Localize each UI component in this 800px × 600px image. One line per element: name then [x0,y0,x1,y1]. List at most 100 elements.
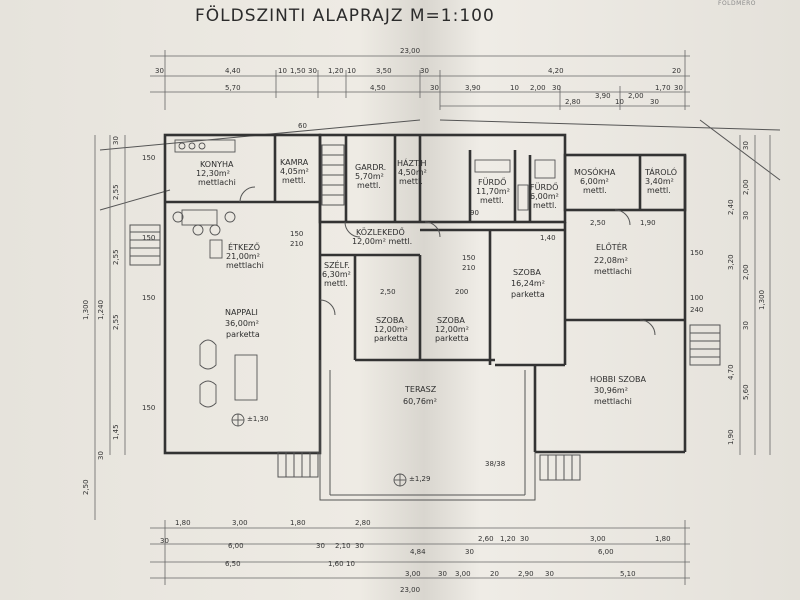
room-area: 12,00m² mettl. [352,237,412,246]
room-name: FÜRDŐ [530,182,558,192]
dim: 5,10 [620,570,636,578]
dim: 30 [155,67,164,75]
right-dimensions: 30 2,00 30 2,00 2,40 30 3,20 1,300 4,70 … [727,141,766,445]
dim: 1,20 [328,67,344,75]
dim: 3,90 [465,84,481,92]
dim: 30 [308,67,317,75]
room-name: HOBBI SZOBA [590,375,647,384]
room-floor: mettl. [480,196,504,205]
room-area: 6,00m² [530,192,559,201]
room-floor: mettl. [324,279,348,288]
dim: 200 [455,288,468,296]
dim: 1,90 [640,219,656,227]
dim: 90 [470,209,479,217]
room-area: 30,96m² [594,386,628,395]
room-floor: mettl. [357,181,381,190]
dim: 2,00 [530,84,546,92]
room-floor: mettl. [399,177,423,186]
dim: 10 [510,84,519,92]
dim: 30 [520,535,529,543]
surveyor-stamp: FÖLDMÉRŐ [718,0,756,7]
dim: 1,40 [540,234,556,242]
level-marks: ±1,30 ±1,29 [231,413,430,487]
dim: 20 [672,67,681,75]
room-name: SZÉLF. [324,259,350,270]
dim: 2,00 [742,179,750,195]
room-name: KAMRA [280,158,309,167]
dim: 30 [465,548,474,556]
room-eloter: ELŐTÉR 22,08m² mettlachi [594,241,632,276]
dim-bottom-total: 23,00 [400,586,420,594]
room-floor: mettl. [533,201,557,210]
dim: 1,80 [290,519,306,527]
dim: 1,70 [655,84,671,92]
top-dimension-lines [99,50,781,211]
dim: 3,00 [455,570,471,578]
room-szoba-3: SZOBA 12,00m² parketta [435,316,469,343]
room-floor: mettlachi [198,178,236,187]
drawing-title: FÖLDSZINTI ALAPRAJZ M=1:100 [195,6,495,26]
dim: 2,60 [478,535,494,543]
room-floor: parketta [435,334,469,343]
dim: 3,20 [727,254,735,270]
dim: 5,70 [225,84,241,92]
dim: 10 [347,67,356,75]
room-name: FÜRDŐ [478,177,506,187]
room-area: 6,30m² [322,270,351,279]
dim: 150 [690,249,703,257]
room-area: 12,00m² [374,325,408,334]
room-name: GARDR. [355,163,386,172]
dim: 1,300 [82,300,90,320]
dim: 2,50 [82,479,90,495]
room-area: 12,30m² [196,169,230,178]
dim: 6,00 [598,548,614,556]
dim: 38/38 [485,460,505,468]
room-szelf: SZÉLF. 6,30m² mettl. [322,259,351,288]
dim: 6,00 [228,542,244,550]
dim: 10 [346,560,355,568]
dim: 30 [420,67,429,75]
room-kamra: KAMRA 4,05m² mettl. [280,158,309,185]
room-area: 4,05m² [280,167,309,176]
dim: 3,50 [376,67,392,75]
dim: 150 [462,254,475,262]
dim: 30 [97,451,105,460]
dim: 5,60 [742,384,750,400]
dim: 1,50 [290,67,306,75]
room-furdo-2: FÜRDŐ 6,00m² mettl. [530,182,559,210]
room-area: 60,76m² [403,397,437,406]
room-furdo-1: FÜRDŐ 11,70m² mettl. [476,177,510,205]
dim: 30 [160,537,169,545]
bottom-dimensions: 1,80 3,00 1,80 2,80 2,60 1,20 30 3,00 30… [160,519,671,594]
room-area: 16,24m² [511,279,545,288]
inner-dimensions: 150 210 150 210 2,50 200 1,40 2,50 1,90 … [290,122,703,468]
dim: 30 [438,570,447,578]
room-szoba-1: SZOBA 16,24m² parketta [511,268,545,299]
dim: 4,50 [370,84,386,92]
left-dimensions: 30 150 2,55 150 2,55 150 2,55 150 1,45 1… [82,136,155,495]
dim: 30 [742,211,750,220]
dim: 10 [278,67,287,75]
dim: 3,00 [590,535,606,543]
room-name: TERASZ [404,385,437,394]
room-area: 5,70m² [355,172,384,181]
dim: 30 [545,570,554,578]
dim: 150 [142,404,155,412]
room-kozlekedo: KÖZLEKEDŐ 12,00m² mettl. [352,227,412,246]
room-area: 22,08m² [594,256,628,265]
room-floor: mettl. [583,186,607,195]
stairs [129,144,721,481]
room-szoba-2: SZOBA 12,00m² parketta [374,316,408,343]
dim: 2,50 [380,288,396,296]
doors [239,186,656,336]
dim: 2,00 [742,264,750,280]
room-area: 3,40m² [645,177,674,186]
dim: 10 [615,98,624,106]
dim: 30 [112,136,120,145]
dim: 2,90 [518,570,534,578]
bottom-dimension-lines [150,520,690,585]
dim: 6,50 [225,560,241,568]
dim: 30 [742,141,750,150]
room-floor: parketta [374,334,408,343]
